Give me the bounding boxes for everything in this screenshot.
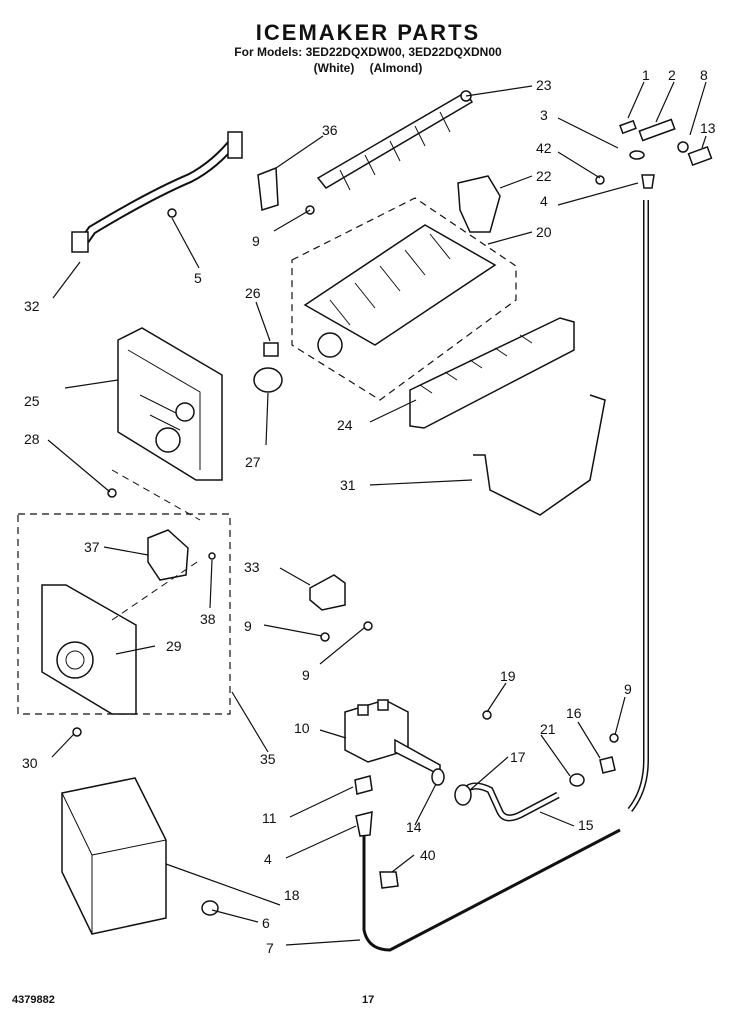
callout-27: 27 (245, 454, 261, 470)
callout-9: 9 (302, 667, 310, 683)
callout-17: 17 (510, 749, 526, 765)
control-housing (117, 327, 223, 481)
callout-24: 24 (337, 417, 353, 433)
callout-5: 5 (194, 270, 202, 286)
callout-11: 11 (262, 810, 277, 826)
callout-29: 29 (166, 638, 182, 654)
wire-harness (71, 131, 243, 253)
callout-4: 4 (264, 851, 272, 867)
callout-9: 9 (252, 233, 260, 249)
callout-42: 42 (536, 140, 552, 156)
callout-20: 20 (536, 224, 552, 240)
callout-4: 4 (540, 193, 548, 209)
callout-31: 31 (340, 477, 356, 493)
callout-25: 25 (24, 393, 40, 409)
page-number: 17 (362, 994, 375, 1006)
fill-cup (457, 175, 501, 233)
callout-1: 1 (642, 67, 650, 83)
callout-26: 26 (245, 285, 261, 301)
water-valve (344, 699, 492, 777)
callout-7: 7 (266, 940, 274, 956)
callout-19: 19 (500, 668, 516, 684)
callout-32: 32 (24, 298, 40, 314)
doc-number: 4379882 (12, 994, 55, 1006)
callout-37: 37 (84, 539, 100, 555)
callout-30: 30 (22, 755, 38, 771)
page-title: ICEMAKER PARTS (255, 20, 481, 45)
motor-module (41, 529, 216, 715)
callout-22: 22 (536, 168, 552, 184)
callout-40: 40 (420, 847, 436, 863)
ice-stripper (409, 317, 575, 429)
bracket-33 (309, 574, 346, 611)
ejector-blade (316, 90, 474, 191)
callout-16: 16 (566, 705, 582, 721)
variant-almond: (Almond) (369, 61, 423, 75)
inlet-fitting-assembly (595, 118, 713, 189)
callout-2: 2 (668, 67, 676, 83)
icemaker-cover (61, 777, 167, 935)
ice-mold (303, 224, 497, 358)
callout-38: 38 (200, 611, 216, 627)
callout-35: 35 (260, 751, 276, 767)
callout-10: 10 (294, 720, 310, 736)
callout-15: 15 (578, 817, 594, 833)
model-list: For Models: 3ED22DQXDW00, 3ED22DQXDN00 (234, 45, 502, 59)
mounting-bracket (257, 166, 279, 211)
cover-plug (201, 900, 219, 916)
callout-28: 28 (24, 431, 40, 447)
variant-white: (White) (313, 61, 355, 75)
callout-36: 36 (322, 122, 338, 138)
callout-18: 18 (284, 887, 300, 903)
callout-14: 14 (406, 819, 422, 835)
callout-21: 21 (540, 721, 556, 737)
callout-3: 3 (540, 107, 548, 123)
callout-9: 9 (624, 681, 632, 697)
callout-8: 8 (700, 67, 708, 83)
callout-13: 13 (700, 120, 716, 136)
color-variants: (White) (Almond) (0, 61, 736, 75)
callout-23: 23 (536, 77, 552, 93)
callout-6: 6 (262, 915, 270, 931)
callout-33: 33 (244, 559, 260, 575)
thermostat-plug (253, 367, 283, 393)
shutoff-arm (473, 394, 606, 516)
callout-9: 9 (244, 618, 252, 634)
ice-mold-outline (291, 197, 517, 401)
